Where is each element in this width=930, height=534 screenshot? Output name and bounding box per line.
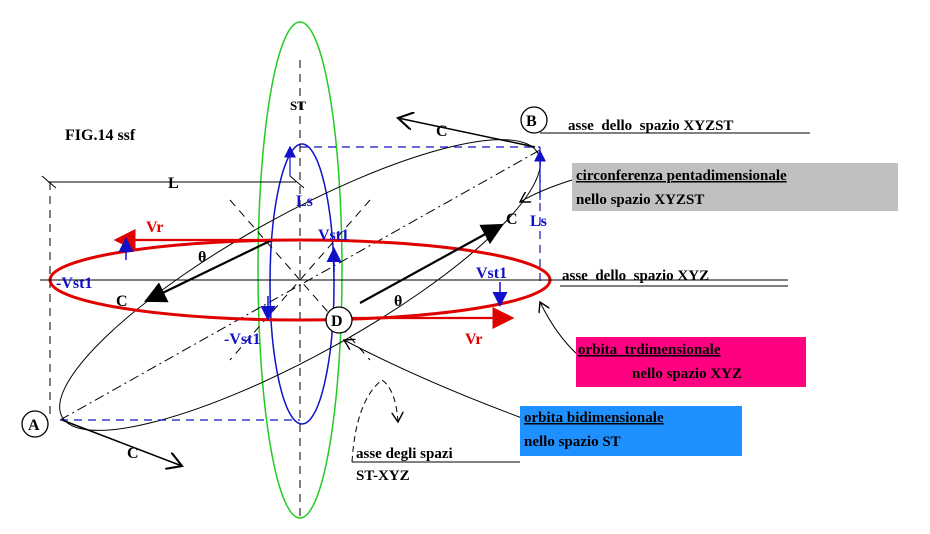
asse-st-xyz-line2: ST-XYZ: [356, 468, 410, 484]
orbita-bi-line2: nello spazio ST: [524, 434, 621, 450]
orbita-bi-line1: orbita bidimensionale: [524, 410, 664, 426]
asse-st-xyz-line1: asse degli spazi: [356, 446, 453, 462]
projection-lines-blue: [60, 146, 541, 421]
ls-left-label: Ls: [296, 193, 313, 210]
asse-xyz-annotation: asse dello spazio XYZ: [562, 268, 709, 284]
vst1-center-label: Vst1: [318, 227, 349, 244]
blue-st-orbit: [269, 143, 335, 425]
theta-right-label: θ: [394, 293, 402, 310]
c-top-label: C: [436, 123, 448, 140]
orbita-tri-line2: nello spazio XYZ: [632, 366, 742, 382]
st-label: ST: [290, 98, 306, 113]
green-orbit-ellipse: [257, 21, 343, 519]
vector-c-right: [359, 223, 504, 304]
theta-left-label: θ: [198, 249, 206, 266]
figure-title: FIG.14 ssf: [65, 127, 136, 144]
orbita-tri-box: [576, 337, 806, 387]
point-a-circle: [21, 410, 49, 438]
point-d-circle: [325, 306, 353, 334]
vr-top-label: Vr: [146, 219, 163, 236]
point-a-label: A: [28, 417, 40, 434]
c-mid-right-label: C: [506, 211, 518, 228]
l-tick-left: [41, 175, 57, 189]
orbita-bi-box: [520, 406, 742, 456]
pointer-asse-st-xyz: [351, 379, 398, 463]
point-b-label: B: [526, 113, 537, 130]
vector-c-top: [398, 118, 536, 148]
point-d-label: D: [331, 313, 343, 330]
c-bottom-label: C: [127, 445, 139, 462]
orbita-tri-line1: orbita trdimensionale: [578, 342, 721, 358]
projection-lines-black: [49, 60, 371, 520]
vst1-bottom-neg-label: -Vst1: [224, 331, 260, 348]
vst1-right-label: Vst1: [476, 265, 507, 282]
circ-box: [572, 163, 898, 211]
vst1-left-neg-label: -Vst1: [56, 275, 92, 292]
circ-annotation-line1: circonferenza pentadimensionale: [576, 168, 787, 184]
pointer-circ-to-ellipse: [520, 179, 573, 202]
asse-xyzst-annotation: asse dello spazio XYZST: [568, 118, 733, 134]
pointer-orbita-bi: [344, 340, 523, 419]
point-b-circle: [520, 106, 548, 134]
vector-c-left: [144, 239, 273, 303]
l-label: L: [168, 175, 179, 192]
vr-bottom-label: Vr: [465, 331, 482, 348]
ls-right-label: Ls: [530, 213, 547, 230]
l-tick-right: [289, 175, 305, 189]
c-left-label: C: [116, 293, 128, 310]
circ-annotation-line2: nello spazio XYZST: [576, 192, 704, 208]
pointer-orbita-tri: [540, 302, 579, 356]
vector-c-bottom: [61, 419, 182, 466]
